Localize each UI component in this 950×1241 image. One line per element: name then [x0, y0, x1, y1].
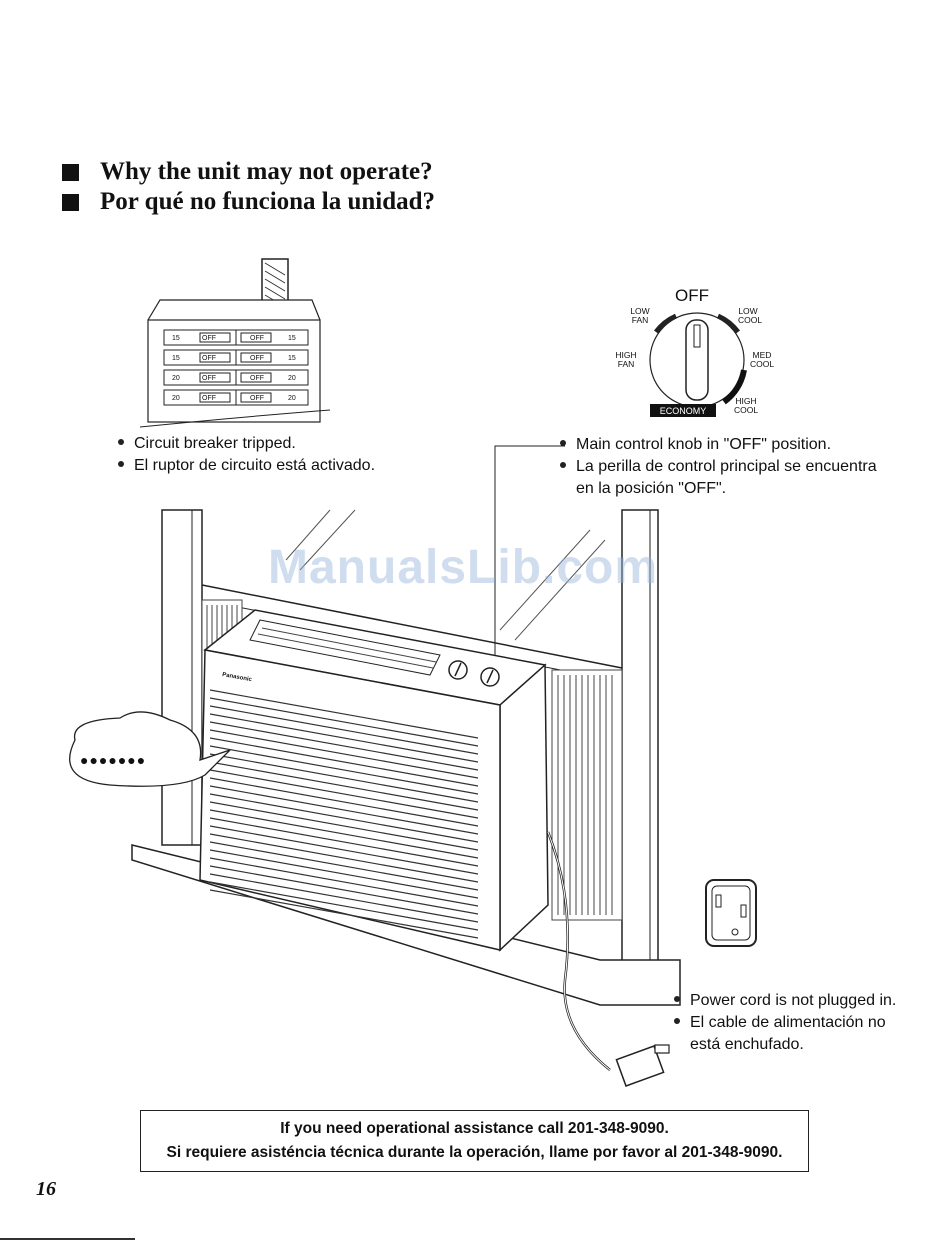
square-bullet-icon	[62, 193, 79, 211]
grille-louvre	[209, 793, 479, 843]
knob-low-cool-label-2: COOL	[738, 315, 762, 325]
grille-louvre	[209, 729, 479, 779]
breaker-left-off-label: OFF	[202, 375, 216, 382]
knob-med-cool-label: MED	[753, 350, 772, 360]
breaker-note-es: El ruptor de circuito está activado.	[134, 457, 376, 474]
knob-high-fan-label: HIGH	[615, 350, 636, 360]
heading-spanish-text: Por qué no funciona la unidad?	[100, 188, 436, 215]
watermark: ManualsLib.com	[268, 541, 659, 594]
cord-note-en: Power cord is not plugged in.	[690, 992, 897, 1009]
breaker-left-switch	[199, 392, 231, 403]
breaker-left-off-label: OFF	[202, 395, 216, 402]
breaker-right-switch	[240, 372, 272, 383]
breaker-left-switch	[199, 332, 231, 343]
heading-english: Why the unit may not operate?	[62, 157, 433, 187]
breaker-note-en: Circuit breaker tripped.	[134, 435, 296, 452]
grille-louvre	[209, 785, 479, 835]
breaker-right-amp: 20	[288, 395, 296, 402]
knob-economy-label: ECONOMY	[660, 406, 707, 416]
cord-note-es-1: El cable de alimentación no	[690, 1014, 886, 1031]
page-number: 16	[36, 1178, 56, 1200]
knob-note-es-2: en la posición "OFF".	[576, 480, 727, 497]
breaker-right-switch	[240, 332, 272, 343]
knob-off-label: OFF	[675, 286, 709, 305]
grille-louvre	[209, 849, 479, 899]
grille-louvre	[209, 801, 479, 851]
breaker-left-off-label: OFF	[202, 335, 216, 342]
grille-louvre	[209, 745, 479, 795]
breaker-right-amp: 20	[288, 375, 296, 382]
breaker-right-switch	[240, 392, 272, 403]
grille-louvre	[209, 825, 479, 875]
bottom-rule	[0, 1238, 135, 1240]
grille-louvre	[209, 721, 479, 771]
window-air-conditioner-illustration: Panasonic ●●●●●●●	[69, 445, 757, 1087]
breaker-right-off-label: OFF	[250, 355, 264, 362]
bullet-icon	[118, 460, 124, 467]
control-knob-diagram: OFF LOW FAN LOW COOL HIGH FAN MED COOL H…	[615, 286, 774, 417]
grille-louvre	[209, 689, 479, 739]
grille-louvre	[209, 713, 479, 763]
knob-high-fan-label-2: FAN	[618, 359, 635, 369]
grille-louvre	[209, 753, 479, 803]
breaker-left-switch	[199, 372, 231, 383]
grille-louvre	[209, 737, 479, 787]
bullet-icon	[560, 461, 566, 468]
knob-low-cool-label: LOW	[738, 306, 757, 316]
knob-note-es-1: La perilla de control principal se encue…	[576, 458, 877, 475]
breaker-notes: Circuit breaker tripped. El ruptor de ci…	[118, 433, 375, 477]
speech-bubble-dots: ●●●●●●●	[80, 752, 146, 768]
bullet-icon	[118, 438, 124, 445]
assistance-box: If you need operational assistance call …	[140, 1110, 809, 1172]
heading-spanish: Por qué no funciona la unidad?	[62, 187, 435, 217]
bullet-icon	[674, 1017, 680, 1024]
grille-louvre	[209, 857, 479, 907]
grille-louvre	[209, 841, 479, 891]
knob-low-fan-label: LOW	[630, 306, 649, 316]
grille-louvre	[209, 865, 479, 915]
breaker-left-switch	[199, 352, 231, 363]
assistance-es: Si requiere asisténcia técnica durante l…	[166, 1144, 783, 1161]
grille-louvre	[209, 833, 479, 883]
breaker-left-amp: 20	[172, 375, 180, 382]
square-bullet-icon	[62, 163, 79, 181]
breaker-left-amp: 15	[172, 355, 180, 362]
breaker-right-amp: 15	[288, 355, 296, 362]
bullet-icon	[674, 995, 680, 1002]
grille-louvre	[209, 697, 479, 747]
grille-louvre	[209, 705, 479, 755]
unit-brand-logo: Panasonic	[222, 672, 253, 683]
knob-high-cool-label: HIGH	[735, 396, 756, 406]
breaker-left-off-label: OFF	[202, 355, 216, 362]
grille-louvre	[209, 889, 479, 939]
knob-notes: Main control knob in "OFF" position. La …	[560, 434, 877, 500]
breaker-right-switch	[240, 352, 272, 363]
breaker-left-amp: 15	[172, 335, 180, 342]
breaker-right-off-label: OFF	[250, 395, 264, 402]
grille-louvre	[209, 817, 479, 867]
grille-louvre	[209, 873, 479, 923]
knob-med-cool-label-2: COOL	[750, 359, 774, 369]
grille-louvre	[209, 777, 479, 827]
breaker-left-amp: 20	[172, 395, 180, 402]
cord-note-es-2: está enchufado.	[690, 1036, 804, 1053]
grille-louvre	[209, 761, 479, 811]
bullet-icon	[560, 439, 566, 446]
breaker-right-off-label: OFF	[250, 375, 264, 382]
knob-low-fan-label-2: FAN	[632, 315, 649, 325]
grille-louvre	[209, 769, 479, 819]
breaker-right-amp: 15	[288, 335, 296, 342]
grille-louvre	[209, 881, 479, 931]
heading-english-text: Why the unit may not operate?	[100, 158, 433, 185]
grille-louvre	[209, 809, 479, 859]
knob-high-cool-label-2: COOL	[734, 405, 758, 415]
breaker-right-off-label: OFF	[250, 335, 264, 342]
knob-note-en: Main control knob in "OFF" position.	[576, 436, 832, 453]
assistance-en: If you need operational assistance call …	[280, 1120, 669, 1137]
cord-notes: Power cord is not plugged in. El cable d…	[674, 990, 896, 1056]
